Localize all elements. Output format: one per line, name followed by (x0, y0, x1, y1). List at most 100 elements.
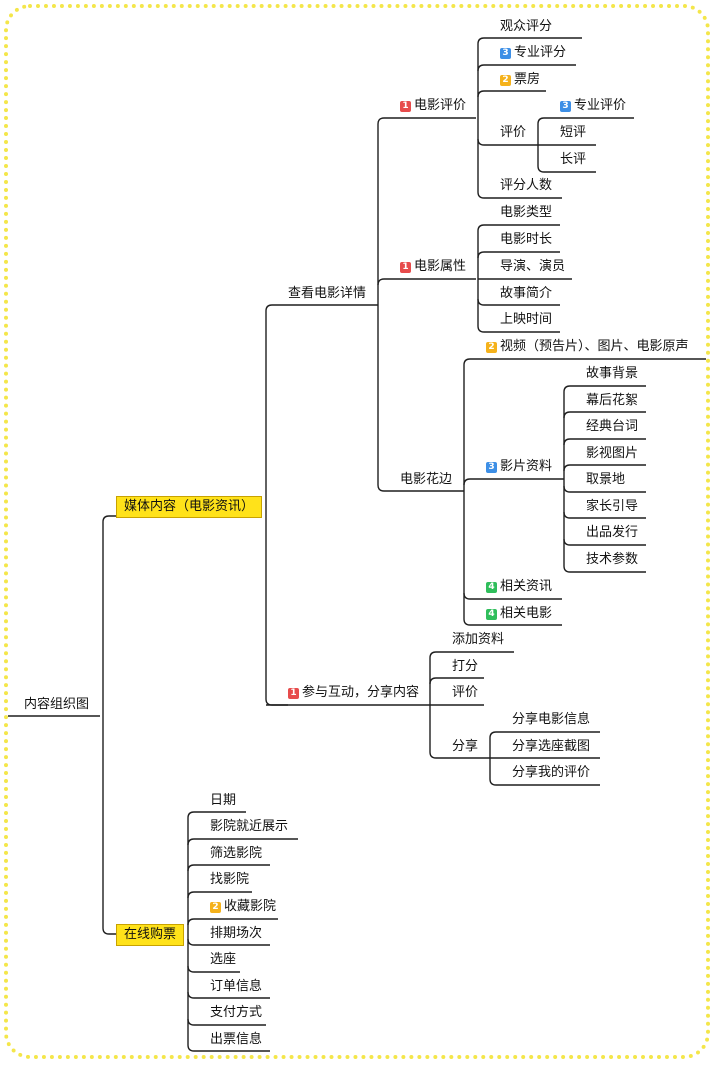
priority-2-icon: 2 (500, 74, 511, 86)
ticket-bracket-join (187, 991, 210, 999)
short-review-node: 短评 (560, 125, 586, 141)
film-info-item-label: 出品发行 (586, 525, 639, 540)
ticket-item: 筛选影院 (210, 846, 262, 862)
movie-detail-node: 查看电影详情 (288, 286, 366, 302)
film-info-item: 影视图片 (586, 446, 638, 462)
related-news-label: 相关资讯 (500, 579, 553, 594)
ticket-item: 影院就近展示 (210, 819, 288, 835)
detail-bracket-join (377, 117, 400, 125)
info-bracket-join (563, 464, 586, 472)
film-info-item-label: 技术参数 (586, 552, 639, 567)
attr-item-label: 导演、演员 (500, 259, 566, 274)
root-bracket-join (102, 927, 116, 935)
ticket-item-label: 出票信息 (210, 1032, 263, 1047)
film-info-item: 出品发行 (586, 525, 638, 541)
movie-detail-label: 查看电影详情 (288, 286, 367, 301)
ticket-item: 日期 (210, 793, 236, 809)
share-item-label: 分享我的评价 (512, 765, 591, 780)
extras-bracket-join (463, 618, 486, 626)
priority-2-icon: 2 (486, 341, 497, 353)
film-info-item: 家长引导 (586, 499, 638, 515)
root-bracket-join (102, 515, 116, 523)
film-info-item-label: 家长引导 (586, 499, 639, 514)
rating-count-label: 评分人数 (500, 178, 553, 193)
priority-3-icon: 3 (500, 47, 511, 59)
pro-score-label: 专业评分 (514, 45, 567, 60)
ticket-label: 在线购票 (124, 927, 177, 942)
ticket-item-label: 日期 (210, 793, 237, 808)
ticket-item: 选座 (210, 952, 236, 968)
interact-bracket-join (429, 751, 452, 759)
attr-item: 电影时长 (500, 232, 552, 248)
info-bracket-join (563, 485, 586, 493)
add-info-node: 添加资料 (452, 632, 504, 648)
movie-extras-label: 电影花边 (400, 472, 453, 487)
ticket-item-label: 找影院 (210, 872, 250, 887)
ticket-item-label: 筛选影院 (210, 846, 263, 861)
film-info-item: 技术参数 (586, 552, 638, 568)
extras-bracket-join (463, 592, 486, 600)
ticket-item-label: 订单信息 (210, 979, 263, 994)
share-item: 分享我的评价 (512, 765, 590, 781)
comment-node: 评价 (452, 685, 478, 701)
attr-item-label: 上映时间 (500, 312, 553, 327)
video-label: 视频（预告片）、图片、电影原声 (500, 339, 689, 354)
film-info-item-label: 故事背景 (586, 366, 639, 381)
film-info-item: 故事背景 (586, 366, 638, 382)
review-label: 评价 (500, 125, 527, 140)
priority-1-icon: 1 (288, 687, 299, 699)
share-item: 分享电影信息 (512, 712, 590, 728)
attr-item-label: 电影时长 (500, 232, 553, 247)
ticket-bracket-join (187, 811, 210, 819)
ticket-item: 支付方式 (210, 1005, 262, 1021)
rating-bracket-join (477, 37, 500, 45)
ticket-item-label: 收藏影院 (224, 899, 277, 914)
dotted-frame (4, 4, 710, 1059)
attr-bracket-join (477, 224, 500, 232)
review-node: 评价 (500, 125, 526, 141)
info-bracket-join (563, 511, 586, 519)
ticket-bracket-join (187, 938, 210, 946)
film-info-label: 影片资料 (500, 459, 553, 474)
attr-bracket-join (477, 298, 500, 306)
share-bracket-join (489, 731, 512, 739)
interact-bracket-join (429, 651, 452, 659)
info-bracket-join (563, 538, 586, 546)
film-info-item-label: 幕后花絮 (586, 393, 639, 408)
related-films-label: 相关电影 (500, 606, 553, 621)
long-review-label: 长评 (560, 152, 587, 167)
attr-item-label: 电影类型 (500, 205, 553, 220)
detail-bracket-join (377, 484, 400, 492)
priority-3-icon: 3 (560, 100, 571, 112)
film-info-item-label: 影视图片 (586, 446, 639, 461)
share-bracket-join (489, 778, 512, 786)
ticket-item-label: 支付方式 (210, 1005, 263, 1020)
ticket-bracket-join (187, 965, 210, 973)
ticket-item: 订单信息 (210, 979, 262, 995)
priority-3-icon: 3 (486, 461, 497, 473)
media-bracket-join (265, 304, 288, 312)
box-office-label: 票房 (514, 72, 541, 87)
ticket-bracket-join (187, 918, 210, 926)
info-bracket-join (563, 411, 586, 419)
interact-label: 参与互动，分享内容 (302, 685, 420, 700)
film-info-item: 经典台词 (586, 419, 638, 435)
attr-item: 电影类型 (500, 205, 552, 221)
attr-bracket-join (477, 251, 500, 259)
share-item: 分享选座截图 (512, 739, 590, 755)
interact-bracket-join (429, 677, 452, 685)
film-info-item-label: 取景地 (586, 472, 626, 487)
attr-bracket-join (477, 325, 500, 333)
extras-bracket-join (463, 358, 486, 366)
score-label: 打分 (452, 659, 479, 674)
info-bracket-join (563, 385, 586, 393)
extras-bracket-join (463, 478, 486, 486)
